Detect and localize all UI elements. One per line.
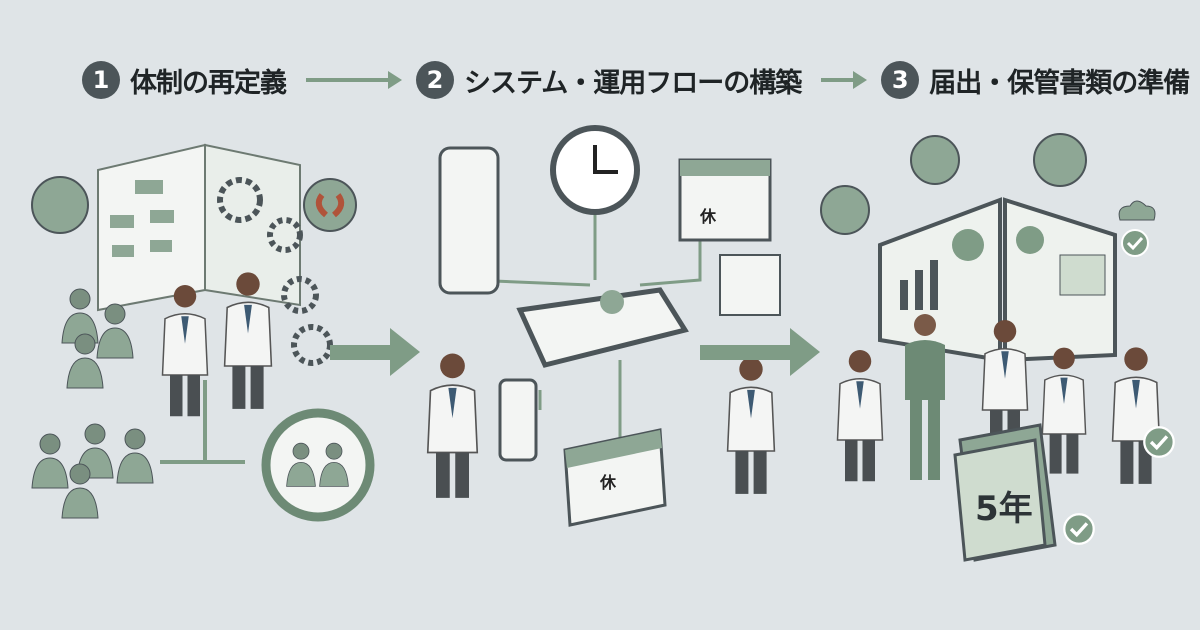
- step-2-number: 2: [416, 61, 454, 99]
- smartphone-icon: [438, 146, 500, 295]
- scene-1-restructure: [31, 143, 420, 522]
- pie-chart-icon: [952, 229, 984, 261]
- arrow-icon: [330, 328, 420, 376]
- doctor-figure: [836, 348, 884, 483]
- step-3-label: 届出・保管書類の準備: [929, 67, 1190, 99]
- step-1: 1 体制の再定義: [82, 61, 287, 100]
- retention-period-label: 5年: [975, 489, 1033, 529]
- pregnancy-icon: [31, 176, 89, 234]
- step-3: 3 届出・保管書類の準備: [881, 61, 1190, 100]
- doctor-figure: [426, 352, 479, 499]
- doctor-figure: [161, 284, 209, 418]
- team-icon: [261, 408, 375, 522]
- day-off-label: 休: [599, 473, 617, 492]
- day-off-label: 休: [699, 207, 717, 226]
- dashboard-panel: [878, 197, 1002, 363]
- step-1-label: 体制の再定義: [130, 67, 287, 99]
- calendar-icon: 休: [563, 428, 667, 527]
- step-2-label: システム・運用フローの構築: [464, 67, 802, 99]
- pie-chart-icon: [600, 290, 624, 314]
- arrow-icon: [306, 71, 402, 89]
- doctor-figure: [1041, 346, 1087, 475]
- smartphone-icon: [498, 378, 538, 462]
- doctor-figure: [726, 356, 776, 495]
- kidney-icon: [910, 135, 960, 185]
- process-steps-header: 1 体制の再定義 2 システム・運用フローの構築 3 届出・保管書類の準備: [82, 58, 1190, 102]
- staff-icon: [31, 433, 69, 489]
- scalpel-icon: [820, 185, 870, 235]
- cloud-upload-icon: [1118, 200, 1156, 221]
- kidney-icon: [303, 178, 357, 232]
- staff-icon: [116, 428, 154, 484]
- surgeon-figure: [905, 314, 945, 480]
- org-chart-icon: [110, 180, 174, 257]
- scene-2-system: 休 休: [426, 125, 820, 527]
- document-folder: 5年: [953, 423, 1057, 562]
- spreadsheet-icon: [1059, 254, 1106, 296]
- pie-chart-icon: [1016, 226, 1044, 254]
- staff-icon: [96, 303, 134, 359]
- step-3-number: 3: [881, 61, 920, 99]
- arrow-icon: [821, 71, 868, 89]
- pregnancy-icon: [1033, 133, 1087, 187]
- check-icon: [1120, 228, 1150, 258]
- calendar-icon: 休: [678, 158, 772, 242]
- scene-3-documents: 5年: [820, 133, 1176, 562]
- step-2: 2 システム・運用フローの構築: [416, 61, 802, 100]
- check-icon: [1142, 425, 1176, 459]
- arrow-icon: [700, 328, 820, 376]
- check-icon: [1062, 512, 1096, 546]
- gear-icon: [217, 177, 333, 366]
- id-badge-icon: [719, 254, 781, 316]
- doctor-figure: [1111, 346, 1161, 485]
- step-1-number: 1: [82, 61, 120, 99]
